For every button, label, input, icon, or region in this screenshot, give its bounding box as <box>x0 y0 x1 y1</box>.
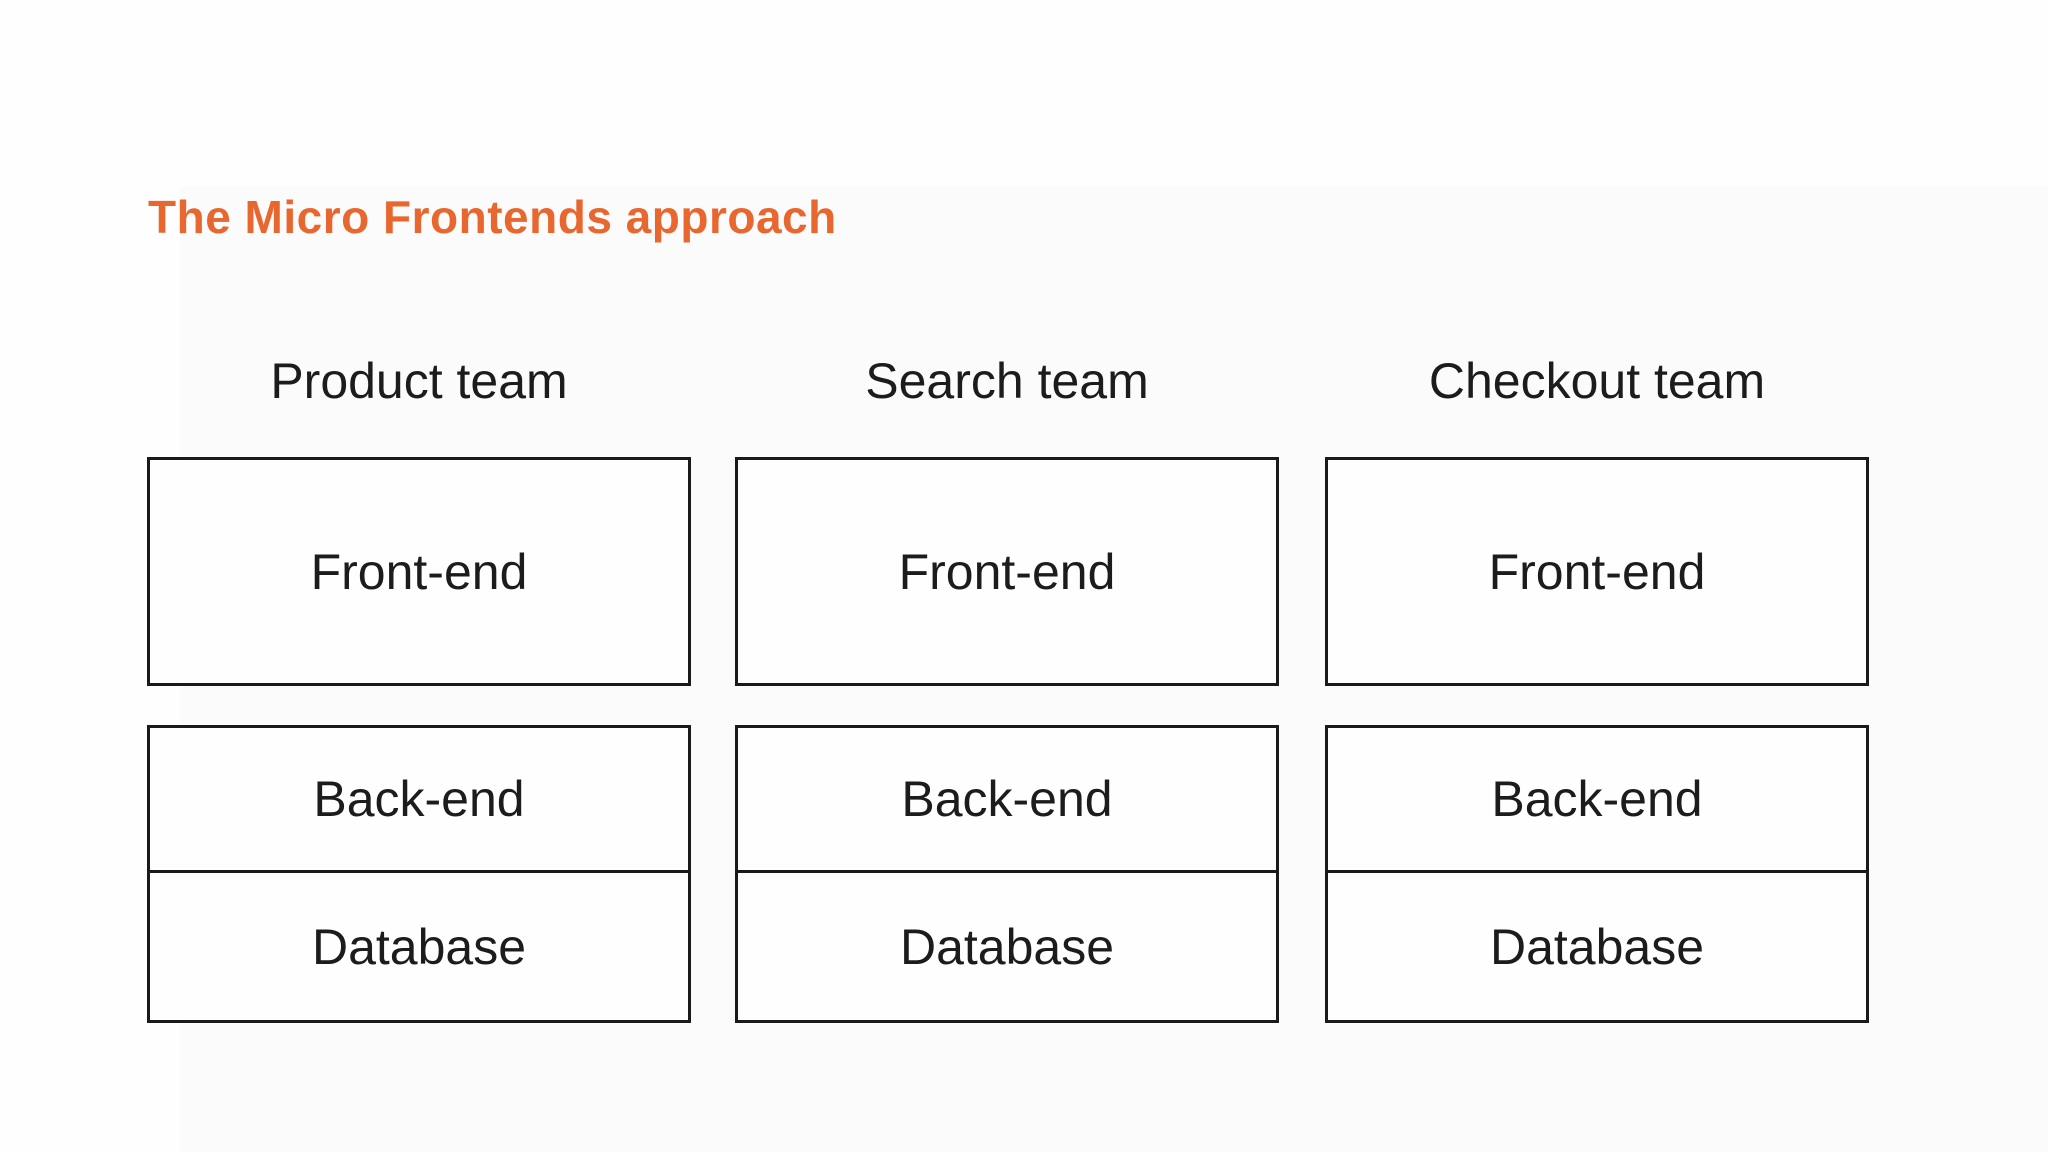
database-label: Database <box>899 918 1115 975</box>
frontend-box-product: Front-end <box>147 457 691 686</box>
team-column-checkout: Checkout team Front-end Back-end Databas… <box>1325 0 1869 1152</box>
backend-label: Back-end <box>313 771 525 827</box>
database-label: Database <box>311 918 527 975</box>
backend-box-search: Back-end <box>738 728 1276 873</box>
database-box-product: Database <box>150 873 688 1020</box>
backend-label: Back-end <box>901 771 1113 827</box>
team-column-search: Search team Front-end Back-end Database <box>735 0 1279 1152</box>
frontend-label: Front-end <box>1488 543 1706 600</box>
team-name-product: Product team <box>270 353 568 409</box>
backend-box-product: Back-end <box>150 728 688 873</box>
database-box-checkout: Database <box>1328 873 1866 1020</box>
database-box-search: Database <box>738 873 1276 1020</box>
database-label: Database <box>1489 918 1705 975</box>
frontend-label: Front-end <box>310 543 528 600</box>
page-title: The Micro Frontends approach <box>148 191 837 243</box>
frontend-label: Front-end <box>898 543 1116 600</box>
frontend-box-search: Front-end <box>735 457 1279 686</box>
backend-database-stack-search: Back-end Database <box>735 725 1279 1023</box>
team-column-product: Product team Front-end Back-end Database <box>147 0 691 1152</box>
backend-box-checkout: Back-end <box>1328 728 1866 873</box>
frontend-box-checkout: Front-end <box>1325 457 1869 686</box>
backend-database-stack-product: Back-end Database <box>147 725 691 1023</box>
backend-database-stack-checkout: Back-end Database <box>1325 725 1869 1023</box>
team-name-checkout: Checkout team <box>1428 353 1766 409</box>
team-name-search: Search team <box>865 353 1149 409</box>
backend-label: Back-end <box>1491 771 1703 827</box>
